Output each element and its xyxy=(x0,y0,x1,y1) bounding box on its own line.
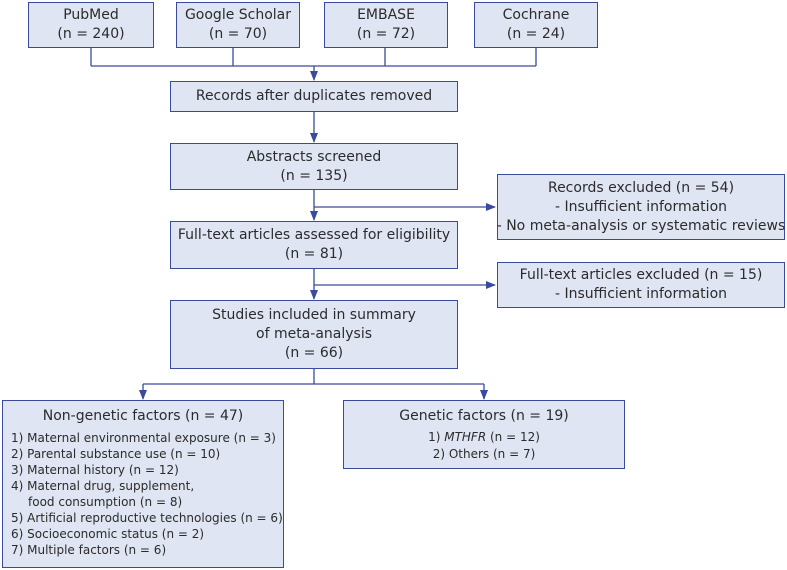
source-count: (n = 72) xyxy=(356,26,416,42)
list-item-prefix: 1) xyxy=(428,430,445,444)
nongenetic-title: Non-genetic factors (n = 47) xyxy=(42,408,244,424)
gene-name: MTHFR xyxy=(444,430,487,444)
screened-label: Abstracts screened xyxy=(246,148,382,165)
source-cochrane: Cochrane (n = 24) xyxy=(474,2,598,48)
source-name: EMBASE xyxy=(357,7,415,23)
list-item: 2) Parental substance use (n = 10) xyxy=(11,447,221,461)
records-excluded-title: Records excluded (n = 54) xyxy=(547,179,735,196)
nongenetic-list: 1) Maternal environmental exposure (n = … xyxy=(3,430,283,558)
list-item: 4) Maternal drug, supplement, xyxy=(11,479,195,493)
source-embase: EMBASE (n = 72) xyxy=(324,2,448,48)
records-excluded-reason: - Insufficient information xyxy=(554,198,728,215)
genetic-box: Genetic factors (n = 19) 1) MTHFR (n = 1… xyxy=(343,400,625,469)
list-item: food consumption (n = 8) xyxy=(28,495,183,509)
fulltext-excluded-box: Full-text articles excluded (n = 15) - I… xyxy=(497,262,785,308)
source-count: (n = 24) xyxy=(506,26,566,42)
source-count: (n = 70) xyxy=(208,26,268,42)
source-name: Cochrane xyxy=(502,7,570,23)
list-item: 7) Multiple factors (n = 6) xyxy=(11,543,167,557)
list-item-suffix: (n = 12) xyxy=(486,430,540,444)
fulltext-box: Full-text articles assessed for eligibil… xyxy=(170,221,458,269)
source-google-scholar: Google Scholar (n = 70) xyxy=(176,2,300,48)
list-item: 1) MTHFR (n = 12) xyxy=(428,429,540,446)
fulltext-excluded-title: Full-text articles excluded (n = 15) xyxy=(519,267,763,283)
source-pubmed: PubMed (n = 240) xyxy=(28,2,154,48)
included-count: (n = 66) xyxy=(284,345,344,361)
fulltext-count: (n = 81) xyxy=(284,246,344,262)
included-label: Studies included in summary xyxy=(212,307,416,323)
included-box: Studies included in summary of meta-anal… xyxy=(170,300,458,369)
source-count: (n = 240) xyxy=(57,26,125,42)
list-item: 1) Maternal environmental exposure (n = … xyxy=(11,431,276,445)
list-item: 2) Others (n = 7) xyxy=(432,447,536,461)
genetic-list: 1) MTHFR (n = 12) 2) Others (n = 7) xyxy=(428,429,540,463)
list-item: 3) Maternal history (n = 12) xyxy=(11,463,179,477)
records-excluded-box: Records excluded (n = 54) - Insufficient… xyxy=(497,174,785,240)
source-name: PubMed xyxy=(63,7,119,23)
dedup-label: Records after duplicates removed xyxy=(195,88,433,104)
dedup-box: Records after duplicates removed xyxy=(170,81,458,112)
nongenetic-box: Non-genetic factors (n = 47) 1) Maternal… xyxy=(2,400,284,568)
list-item: 5) Artificial reproductive technologies … xyxy=(11,511,283,525)
screened-count: (n = 135) xyxy=(280,167,348,184)
list-item: 6) Socioeconomic status (n = 2) xyxy=(11,527,205,541)
genetic-title: Genetic factors (n = 19) xyxy=(399,408,569,424)
screened-box: Abstracts screened (n = 135) xyxy=(170,143,458,190)
source-name: Google Scholar xyxy=(184,7,292,23)
included-label: of meta-analysis xyxy=(256,326,372,342)
fulltext-excluded-reason: - Insufficient information xyxy=(554,286,728,302)
records-excluded-reason: - No meta-analysis or systematic reviews xyxy=(496,217,786,234)
fulltext-label: Full-text articles assessed for eligibil… xyxy=(177,227,451,243)
